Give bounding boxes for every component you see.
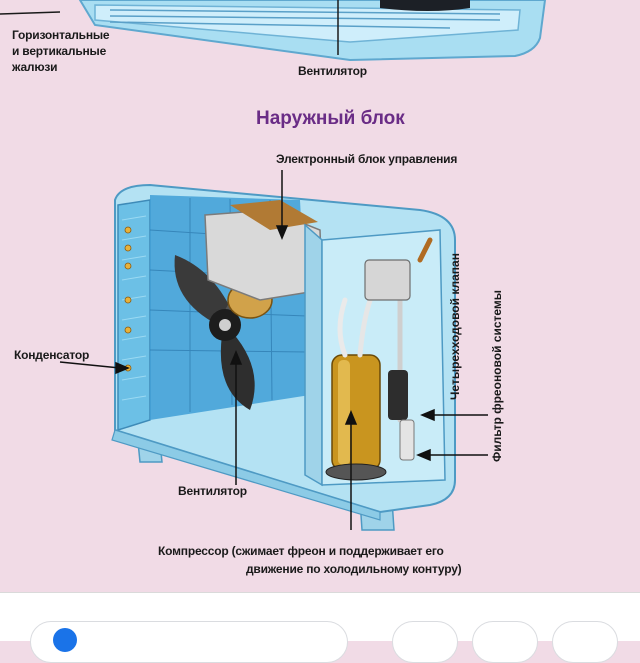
control-unit-label: Электронный блок управления bbox=[276, 152, 458, 166]
air-conditioner-diagram bbox=[0, 0, 547, 531]
louvers-label-line-3: жалюзи bbox=[12, 60, 58, 74]
condenser-label: Конденсатор bbox=[14, 348, 90, 362]
indoor-unit bbox=[0, 0, 547, 62]
louvers-label-line-2: и вертикальные bbox=[12, 44, 107, 58]
outdoor-unit bbox=[111, 183, 456, 531]
four-way-valve-label: Четырехходовой клапан bbox=[448, 253, 462, 400]
icon-button[interactable] bbox=[392, 621, 458, 663]
leader-lines bbox=[59, 170, 488, 530]
outdoor-fan-label: Вентилятор bbox=[178, 484, 247, 498]
compressor-label-line-2: движение по холодильному контуру) bbox=[246, 562, 462, 576]
search-pill[interactable] bbox=[30, 621, 348, 663]
louvers-label-line-1: Горизонтальные bbox=[12, 28, 110, 42]
icon-button[interactable] bbox=[472, 621, 538, 663]
google-logo-icon bbox=[53, 628, 77, 652]
bottom-toolbar bbox=[0, 592, 640, 663]
compressor-label-line-1: Компрессор (сжимает фреон и поддерживает… bbox=[158, 544, 444, 558]
outdoor-unit-title: Наружный блок bbox=[256, 108, 405, 129]
compressor bbox=[325, 354, 387, 481]
filter-label: Фильтр фреоновой системы bbox=[490, 289, 504, 462]
indoor-fan-label: Вентилятор bbox=[298, 64, 367, 78]
icon-button[interactable] bbox=[552, 621, 618, 663]
